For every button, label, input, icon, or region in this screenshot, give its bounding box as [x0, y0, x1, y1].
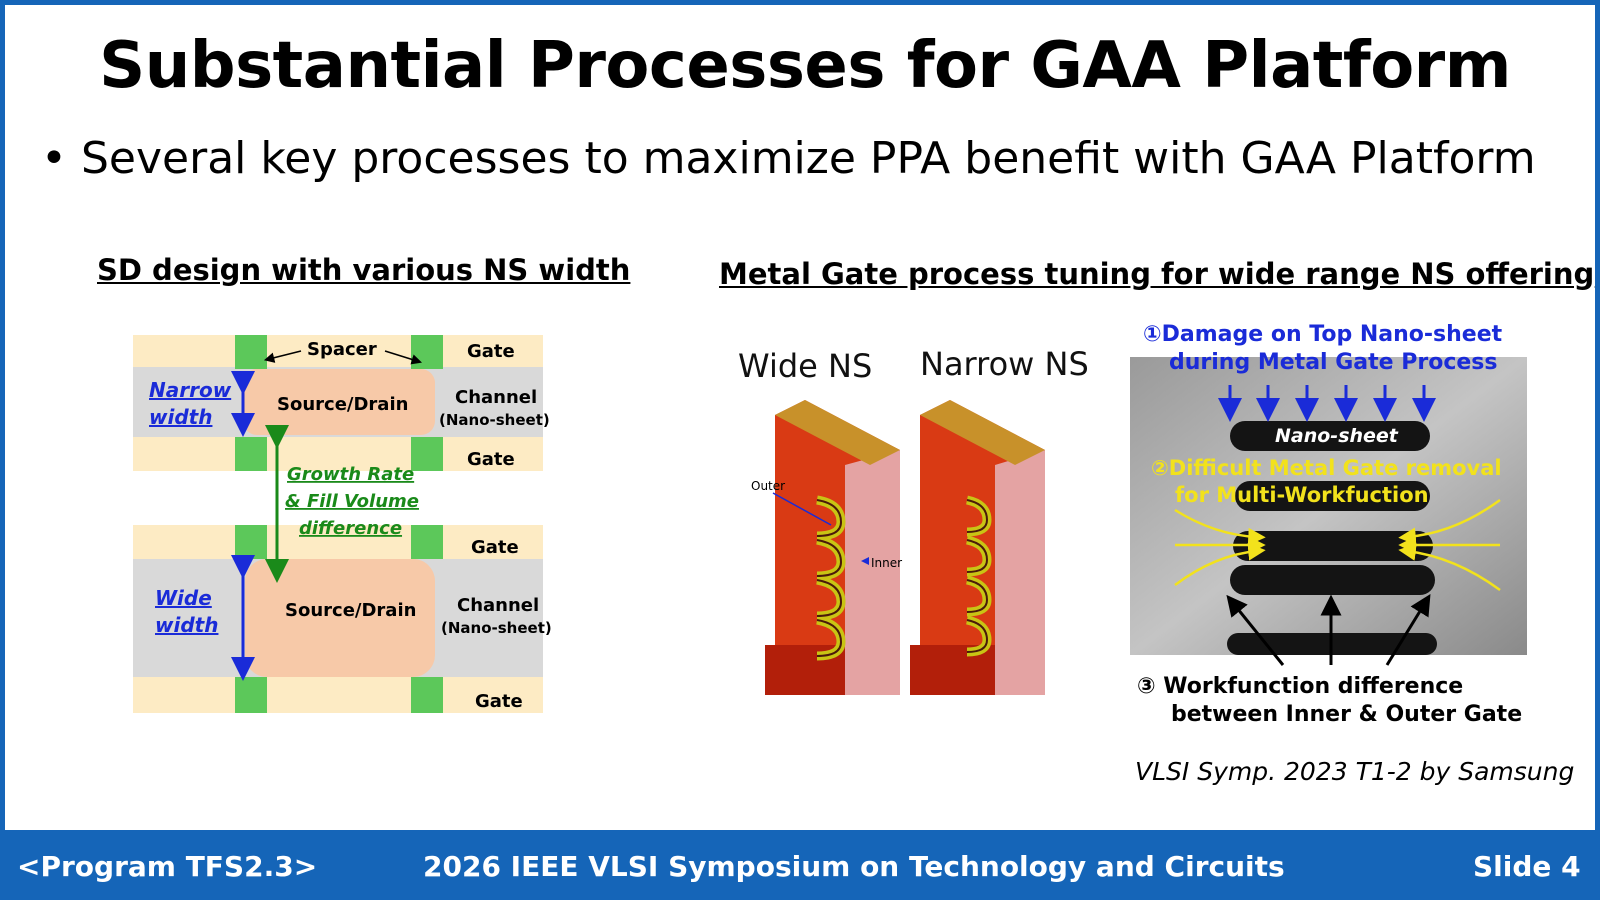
- spacer-pointer: [384, 350, 423, 365]
- workfunction-arrows: [1226, 594, 1431, 666]
- left-section-heading: SD design with various NS width: [97, 253, 631, 287]
- gate-label: Gate: [467, 341, 515, 362]
- footer-conference: 2026 IEEE VLSI Symposium on Technology a…: [423, 850, 1285, 883]
- source-drain-narrow: [243, 369, 435, 435]
- spacer-block: [411, 335, 443, 369]
- fill-volume-label: & Fill Volume: [285, 491, 419, 512]
- spacer-block: [235, 677, 267, 713]
- wide-ns-label: Wide NS: [738, 347, 872, 385]
- growth-rate-label: Growth Rate: [287, 464, 414, 485]
- nano-sheet-tag: Nano-sheet: [1275, 425, 1399, 447]
- callout-3-line2: between Inner & Outer Gate: [1171, 702, 1522, 727]
- damage-arrows: [1218, 385, 1436, 422]
- source-drain-label: Source/Drain: [277, 394, 408, 415]
- callout-3-line1: ③ Workfunction difference: [1137, 674, 1463, 699]
- gate-band-mid2: [133, 525, 543, 559]
- narrow-label: Narrow: [149, 378, 232, 402]
- spacer-pointer: [263, 350, 302, 363]
- gate-label: Gate: [475, 691, 523, 712]
- source-drain-label: Source/Drain: [285, 600, 416, 621]
- channel-label: Channel: [455, 387, 537, 408]
- spacer-block: [411, 677, 443, 713]
- spacer-label: Spacer: [307, 339, 377, 360]
- width-label: width: [155, 613, 218, 637]
- channel-label: Channel: [457, 595, 539, 616]
- nano-sheet-top: [1230, 421, 1430, 451]
- source-drain-wide: [245, 559, 435, 677]
- removal-arrows: [1174, 498, 1501, 592]
- spacer-block: [235, 335, 267, 369]
- wide-label: Wide: [155, 586, 212, 610]
- callout-1-line2: during Metal Gate Process: [1169, 350, 1498, 375]
- callout-2-line2: for Multi-Workfuction: [1175, 483, 1429, 507]
- difference-label: difference: [299, 518, 402, 539]
- bullet-text: Several key processes to maximize PPA be…: [81, 133, 1536, 184]
- nano-sheet-label: (Nano-sheet): [439, 411, 550, 429]
- callout-1-line1: ①Damage on Top Nano-sheet: [1143, 322, 1503, 347]
- gate-band-mid1: [133, 437, 543, 471]
- slide-title: Substantial Processes for GAA Platform: [99, 29, 1511, 103]
- callout-2-line1: ②Difficult Metal Gate removal: [1151, 456, 1502, 480]
- footer-bar: <Program TFS2.3> 2026 IEEE VLSI Symposiu…: [5, 830, 1600, 900]
- spacer-block: [411, 437, 443, 471]
- outer-label: Outer: [751, 479, 785, 493]
- tem-image: ①Damage on Top Nano-sheet during Metal G…: [1130, 322, 1527, 727]
- gate-label: Gate: [467, 449, 515, 470]
- footer-program: <Program TFS2.3>: [17, 850, 318, 883]
- narrow-ns-label: Narrow NS: [920, 345, 1089, 383]
- gate-band-top: [133, 335, 543, 367]
- footer-slide-number: Slide 4: [1473, 850, 1581, 883]
- inner-label: Inner: [871, 556, 902, 570]
- right-section-heading: Metal Gate process tuning for wide range…: [719, 257, 1595, 291]
- width-label: width: [149, 405, 212, 429]
- sd-design-diagram: Spacer Gate Gate Gate Gate Source/Drain …: [133, 322, 1527, 727]
- nano-sheet-label: (Nano-sheet): [441, 619, 552, 637]
- nano-sheet: [1235, 481, 1430, 511]
- spacer-block: [235, 525, 267, 559]
- nano-sheet: [1233, 531, 1433, 561]
- gate-label: Gate: [471, 537, 519, 558]
- bullet-item: • Several key processes to maximize PPA b…: [41, 133, 1536, 184]
- ns-simulation-figure: Wide NS Narrow NS Outer Inner: [738, 345, 1089, 695]
- nano-sheet: [1230, 565, 1435, 595]
- bullet-marker: •: [41, 133, 67, 184]
- spacer-block: [411, 525, 443, 559]
- citation: VLSI Symp. 2023 T1-2 by Samsung: [1135, 757, 1575, 786]
- spacer-block: [235, 437, 267, 471]
- gate-band-bottom: [133, 677, 543, 713]
